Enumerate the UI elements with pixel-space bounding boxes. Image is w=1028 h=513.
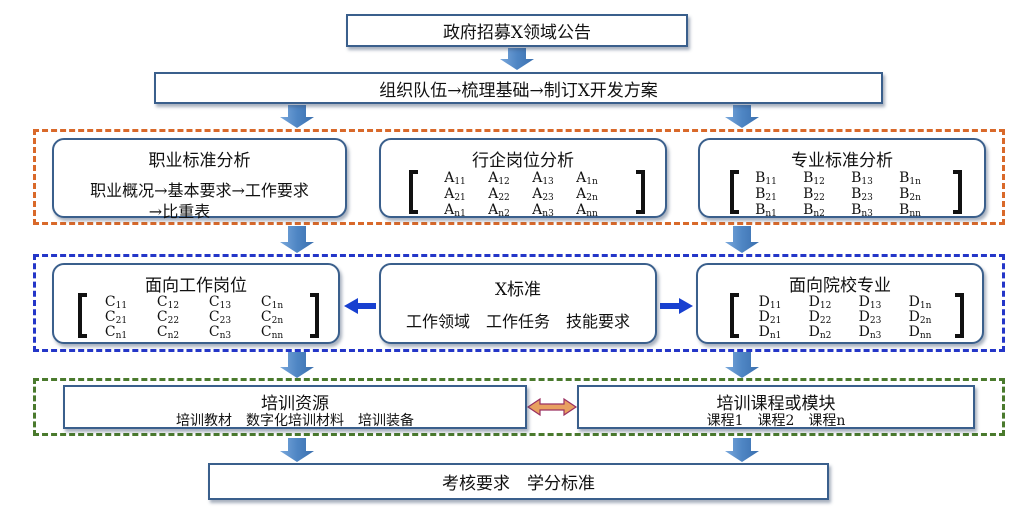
professional-standard-matrix-cell-Bnn: Bnn [899,202,921,219]
major-oriented-matrix-cell-D11: D11 [758,294,782,311]
bidirectional-link-arrow [526,397,578,417]
major-oriented-title: 面向院校专业 [789,276,891,296]
professional-standard-matrix-cell-B13: B13 [851,170,873,187]
industry-post-matrix-cell-An2: An2 [488,202,510,219]
occupational-standard-line2: →比重表 [148,202,211,221]
industry-post-matrix-cell-A22: A22 [488,186,510,203]
major-oriented-matrix-cell-Dn1: Dn1 [758,324,782,341]
job-oriented-matrix-cell-C13: C13 [208,294,232,311]
professional-standard-matrix-cell-B1n: B1n [899,170,921,187]
training-courses-box: 培训课程或模块 课程1 课程2 课程n [577,385,975,429]
x-standard-box: X标准 工作领域 工作任务 技能要求 [379,263,657,344]
job-oriented-matrix-cell-Cn1: Cn1 [104,324,128,341]
training-resources-items: 培训教材 数字化培训材料 培训装备 [176,413,414,429]
arrow-prep-to-professional [725,105,759,128]
job-oriented-matrix-left-bracket [78,293,87,338]
job-oriented-matrix-cell-C12: C12 [156,294,180,311]
professional-standard-matrix-cell-B11: B11 [755,170,777,187]
training-courses-title: 培训课程或模块 [716,394,836,414]
preparation-box: 组织队伍→梳理基础→制订X开发方案 [154,72,883,104]
professional-standard-matrix-cell-B23: B23 [851,186,873,203]
arrow-prep-to-occupational [280,105,314,128]
major-oriented-matrix-cell-D1n: D1n [908,294,932,311]
industry-post-matrix-cell-A13: A13 [532,170,554,187]
arrow-analysis-to-majors [725,226,759,253]
professional-standard-matrix-left-bracket [730,170,739,214]
major-oriented-matrix-cell-Dnn: Dnn [908,324,932,341]
arrow-analysis-to-jobs [280,226,314,253]
job-oriented-matrix-cell-C22: C22 [156,309,180,326]
arrow-jobs-to-resources [280,352,314,378]
x-standard-items: 工作领域 工作任务 技能要求 [405,312,630,331]
major-oriented-matrix-cell-D12: D12 [808,294,832,311]
major-oriented-matrix-left-bracket [730,293,739,338]
training-group-frame [33,378,1005,436]
professional-standard-matrix-cell-Bn1: Bn1 [755,202,777,219]
preparation-text: 组织队伍→梳理基础→制订X开发方案 [379,80,658,101]
job-oriented-title: 面向工作岗位 [145,276,247,296]
industry-post-matrix-cell-A12: A12 [488,170,510,187]
standard-group-frame [33,254,1005,352]
industry-post-matrix-cell-Ann: Ann [576,202,598,219]
industry-post-matrix-cell-A11: A11 [444,170,466,187]
arrow-x-to-jobs [344,298,376,314]
professional-standard-matrix-cell-B2n: B2n [899,186,921,203]
job-oriented-matrix-cell-Cnn: Cnn [260,324,284,341]
professional-standard-matrix-cell-B12: B12 [803,170,825,187]
assessment-text: 考核要求 学分标准 [442,474,595,494]
industry-post-matrix-left-bracket [409,170,418,214]
major-oriented-matrix-cell-Dn3: Dn3 [858,324,882,341]
industry-post-matrix-cell-An3: An3 [532,202,554,219]
job-oriented-matrix-cell-C23: C23 [208,309,232,326]
job-oriented-matrix-cell-C11: C11 [104,294,128,311]
major-oriented-matrix-cell-D23: D23 [858,309,882,326]
major-oriented-matrix-cell-D13: D13 [858,294,882,311]
announcement-text: 政府招募X领域公告 [442,23,592,43]
industry-post-matrix-cell-A23: A23 [532,186,554,203]
analysis-group-frame [33,129,1005,225]
industry-post-matrix-right-bracket [636,170,645,214]
industry-post-matrix-cell-A1n: A1n [576,170,598,187]
job-oriented-matrix-right-bracket [310,293,319,338]
professional-standard-matrix-cell-Bn2: Bn2 [803,202,825,219]
industry-post-matrix-cell-An1: An1 [444,202,466,219]
arrow-majors-to-courses [725,352,759,378]
announcement-box: 政府招募X领域公告 [346,14,688,47]
professional-standard-matrix-cell-B22: B22 [803,186,825,203]
job-oriented-matrix-cell-C1n: C1n [260,294,284,311]
job-oriented-matrix-cell-C21: C21 [104,309,128,326]
industry-post-matrix-cell-A21: A21 [444,186,466,203]
training-courses-items: 课程1 课程2 课程n [706,413,846,429]
job-oriented-matrix-cell-Cn2: Cn2 [156,324,180,341]
occupational-standard-line1: 职业概况→基本要求→工作要求 [90,181,309,200]
job-oriented-matrix-cell-C2n: C2n [260,309,284,326]
professional-standard-matrix-cell-Bn3: Bn3 [851,202,873,219]
major-oriented-matrix-cell-D22: D22 [808,309,832,326]
arrow-x-to-majors [660,298,693,314]
industry-post-matrix-cell-A2n: A2n [576,186,598,203]
professional-standard-title: 专业标准分析 [791,151,893,171]
industry-post-title: 行企岗位分析 [472,151,574,171]
assessment-box: 考核要求 学分标准 [208,463,829,500]
arrow-announce-to-prep [500,48,534,70]
major-oriented-matrix-cell-Dn2: Dn2 [808,324,832,341]
major-oriented-matrix-cell-D2n: D2n [908,309,932,326]
training-resources-box: 培训资源 培训教材 数字化培训材料 培训装备 [63,385,527,429]
professional-standard-matrix-cell-B21: B21 [755,186,777,203]
occupational-standard-box: 职业标准分析 职业概况→基本要求→工作要求 →比重表 [52,138,347,221]
training-resources-title: 培训资源 [261,394,329,414]
job-oriented-matrix-cell-Cn3: Cn3 [208,324,232,341]
x-standard-title: X标准 [494,280,542,300]
occupational-standard-title: 职业标准分析 [148,151,251,171]
arrow-courses-to-assessment [725,438,759,462]
professional-standard-matrix-right-bracket [953,170,962,214]
major-oriented-matrix-right-bracket [955,293,964,338]
major-oriented-matrix-cell-D21: D21 [758,309,782,326]
arrow-resources-to-assessment [280,438,314,462]
